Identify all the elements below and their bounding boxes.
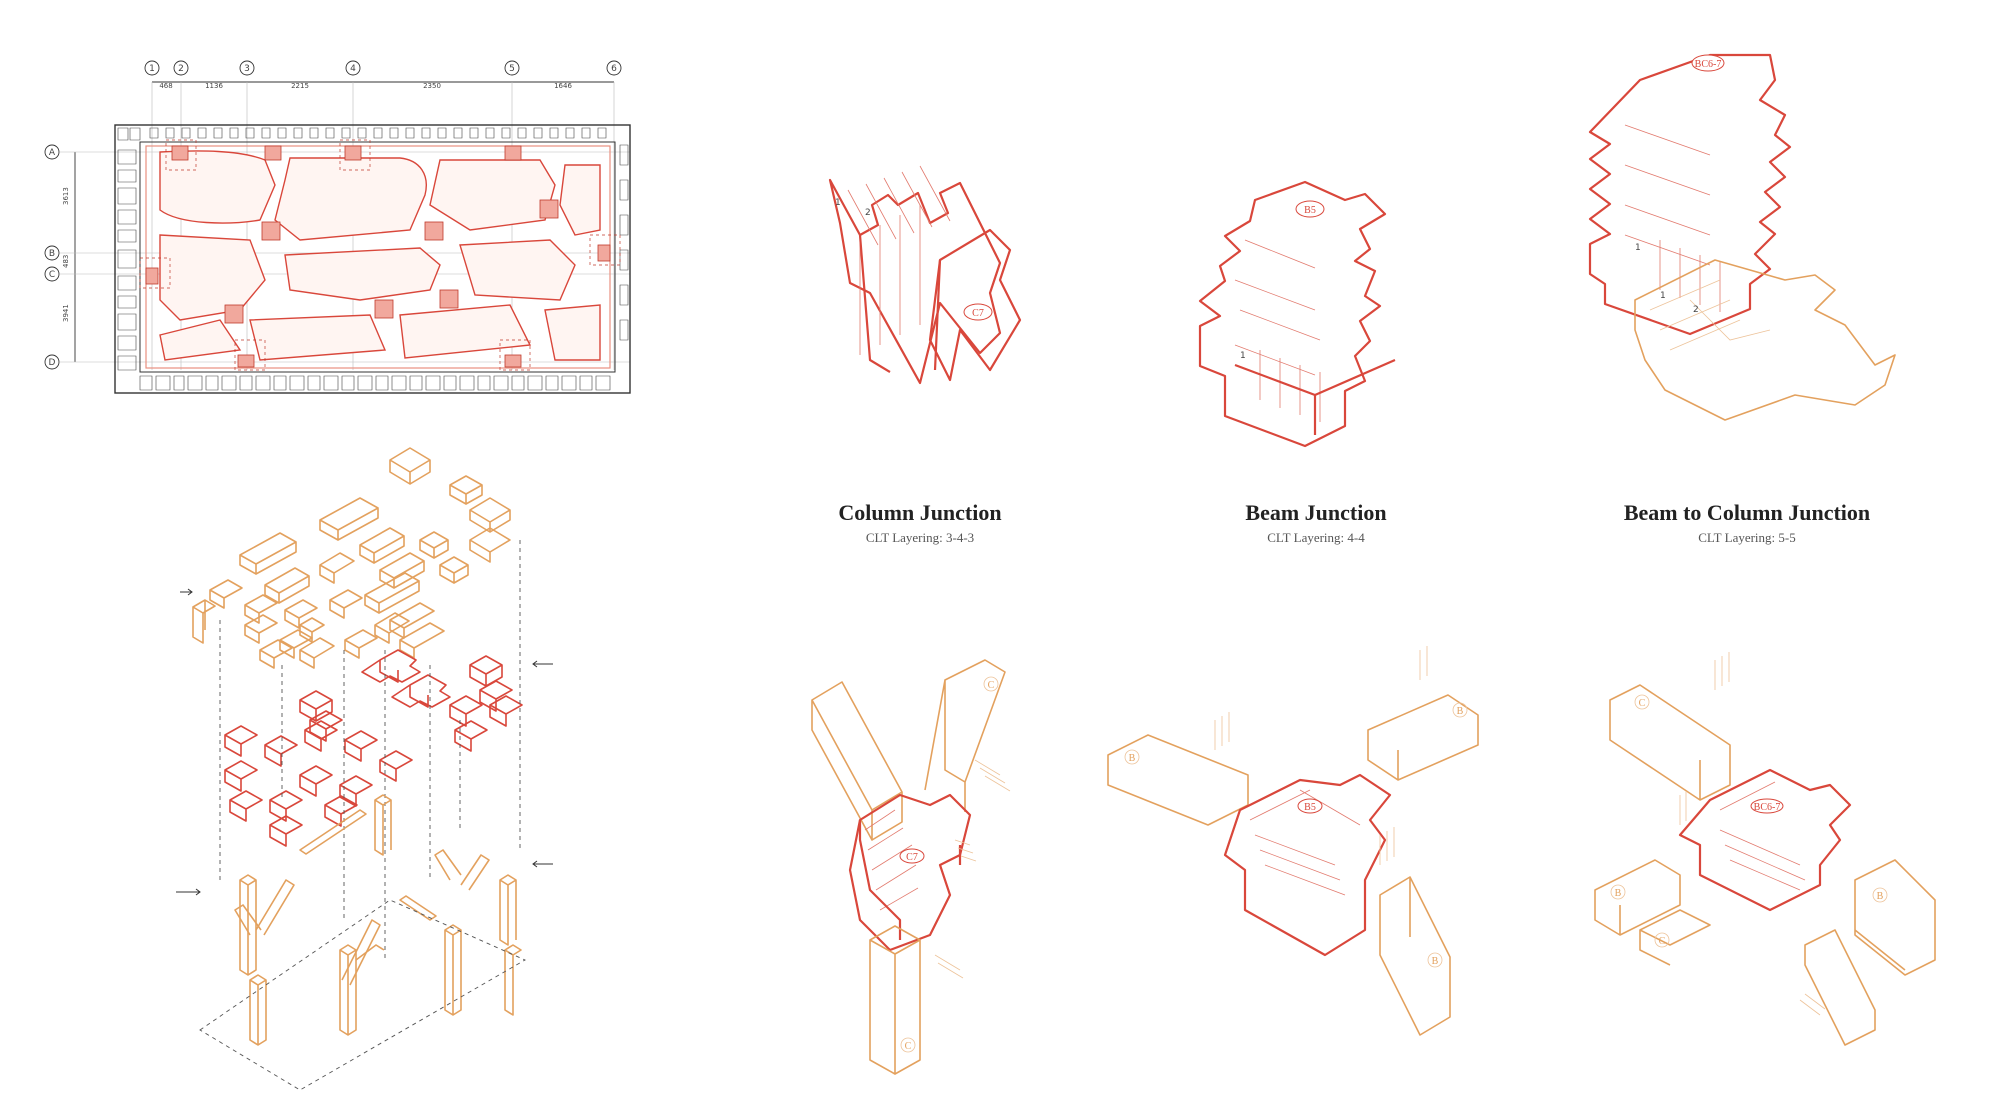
- tag-b5-top: B5: [1304, 205, 1316, 216]
- svg-text:1136: 1136: [205, 82, 223, 90]
- annotation-arrows: [176, 588, 553, 896]
- grid-col-4: 4: [350, 64, 356, 74]
- dimension-labels-horizontal: 468 1136 2215 2350 1646: [159, 82, 572, 90]
- exploded-axonometric: [176, 447, 553, 1091]
- tree-columns: [234, 794, 522, 1046]
- beam-junction-assembly: B B B5 B: [1107, 646, 1479, 1036]
- beam-layer: [192, 447, 511, 669]
- svg-text:C: C: [988, 680, 995, 691]
- svg-text:C: C: [1639, 698, 1646, 709]
- grid-row-a: A: [49, 148, 56, 158]
- beam-column-junction-layers: BC6-7 1 1 2: [1588, 53, 1896, 421]
- column-junction-assembly: C C7 C: [811, 659, 1011, 1075]
- svg-text:B: B: [1457, 706, 1464, 717]
- timber-structure-plan: [139, 139, 621, 371]
- column-junction-subtitle: CLT Layering: 3-4-3: [865, 530, 975, 545]
- svg-text:C: C: [1659, 936, 1666, 947]
- tag-c7-top: C7: [972, 308, 984, 319]
- svg-text:483: 483: [62, 255, 70, 268]
- floor-plan: 1 2 3 4 5 6 468 1136 2215 2350 1646 A B …: [44, 60, 631, 394]
- beam-column-junction-subtitle: CLT Layering: 5-5: [1698, 530, 1796, 545]
- beam-junction-layers: B5 1: [1198, 180, 1396, 448]
- grid-column-bubbles: 1 2 3 4 5 6: [144, 60, 622, 76]
- grid-col-3: 3: [244, 64, 250, 74]
- explosion-guide-lines: [219, 540, 521, 960]
- tag-b5-bottom: B5: [1304, 802, 1316, 813]
- column-junction-layers: 1 2 C7: [828, 165, 1022, 385]
- tag-bc67-top: BC6-7: [1695, 59, 1722, 70]
- column-junction-title: Column Junction: [838, 500, 1002, 525]
- grid-col-2: 2: [178, 64, 184, 74]
- grid-row-d: D: [49, 358, 56, 368]
- beam-junction-subtitle: CLT Layering: 4-4: [1267, 530, 1365, 545]
- svg-text:2: 2: [865, 208, 871, 218]
- svg-text:2350: 2350: [423, 82, 441, 90]
- svg-text:468: 468: [159, 82, 172, 90]
- masonry-wall: [117, 127, 629, 391]
- svg-text:B: B: [1432, 956, 1439, 967]
- grid-col-1: 1: [149, 64, 155, 74]
- svg-text:1: 1: [1240, 351, 1246, 361]
- grid-col-6: 6: [611, 64, 617, 74]
- svg-text:1: 1: [835, 198, 841, 208]
- dimension-labels-vertical: 3613 483 3941: [62, 187, 70, 322]
- beam-junction-title: Beam Junction: [1245, 500, 1387, 525]
- svg-text:B: B: [1877, 891, 1884, 902]
- svg-text:B: B: [1615, 888, 1622, 899]
- svg-text:1: 1: [1660, 291, 1666, 301]
- svg-text:B: B: [1129, 753, 1136, 764]
- svg-text:C: C: [905, 1041, 912, 1052]
- grid-col-5: 5: [509, 64, 515, 74]
- beam-column-junction-title: Beam to Column Junction: [1623, 500, 1871, 525]
- svg-text:1646: 1646: [554, 82, 572, 90]
- svg-text:1: 1: [1635, 243, 1641, 253]
- grid-row-b: B: [49, 249, 55, 259]
- beam-column-junction-caption: Beam to Column Junction CLT Layering: 5-…: [1567, 500, 1927, 546]
- svg-text:2: 2: [1693, 305, 1699, 315]
- grid-row-bubbles: A B C D: [44, 144, 60, 370]
- beam-column-junction-assembly: C BC6-7 B C B: [1594, 652, 1936, 1046]
- svg-text:3613: 3613: [62, 187, 70, 205]
- tag-c7-bottom: C7: [906, 852, 918, 863]
- grid-row-c: C: [49, 270, 55, 280]
- beam-junction-caption: Beam Junction CLT Layering: 4-4: [1136, 500, 1496, 546]
- tag-bc67-bottom: BC6-7: [1754, 802, 1781, 813]
- junction-node-layer: [224, 649, 523, 847]
- svg-text:2215: 2215: [291, 82, 309, 90]
- ground-footprint: [199, 899, 526, 1091]
- svg-text:3941: 3941: [62, 304, 70, 322]
- column-junction-caption: Column Junction CLT Layering: 3-4-3: [740, 500, 1100, 546]
